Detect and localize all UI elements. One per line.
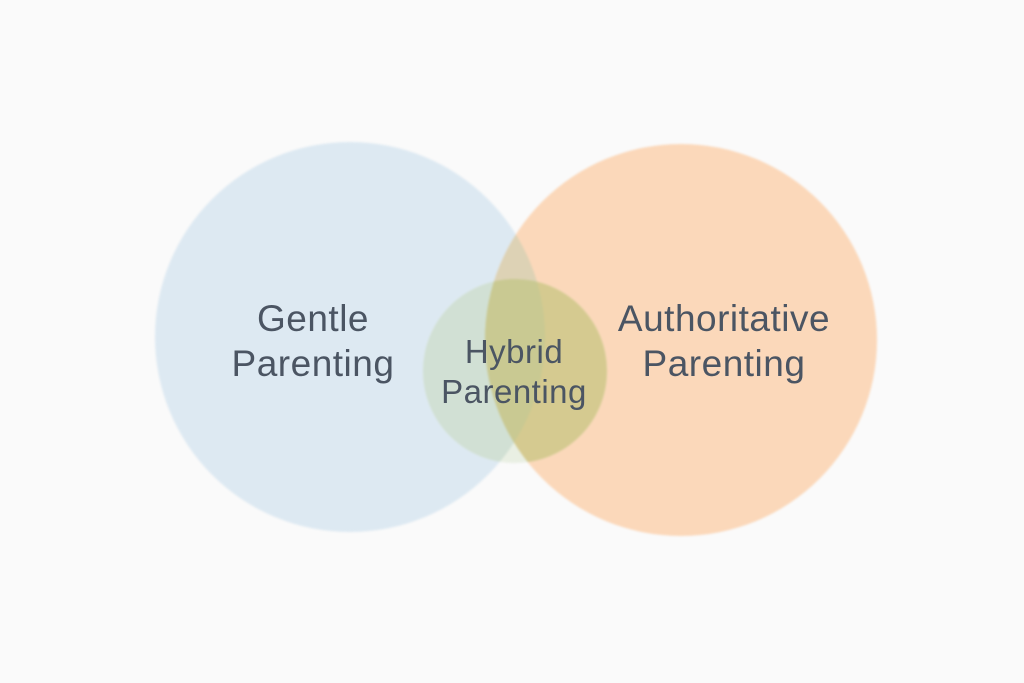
triple-overlap-wrapper — [485, 279, 545, 463]
gentle-parenting-circle — [155, 142, 545, 532]
authoritative-parenting-circle — [485, 144, 877, 536]
gentle-label-line1: Gentle — [257, 298, 369, 339]
authoritative-label-line1: Authoritative — [618, 298, 830, 339]
gentle-label-line2: Parenting — [232, 343, 395, 384]
authoritative-label-line2: Parenting — [643, 343, 806, 384]
hybrid-label-line2: Parenting — [441, 373, 587, 410]
triple-overlap-region — [485, 279, 545, 463]
venn-labels-group: Gentle Parenting Authoritative Parenting… — [232, 298, 830, 410]
venn-circles-group — [155, 142, 877, 536]
hybrid-label-line1: Hybrid — [465, 333, 563, 370]
